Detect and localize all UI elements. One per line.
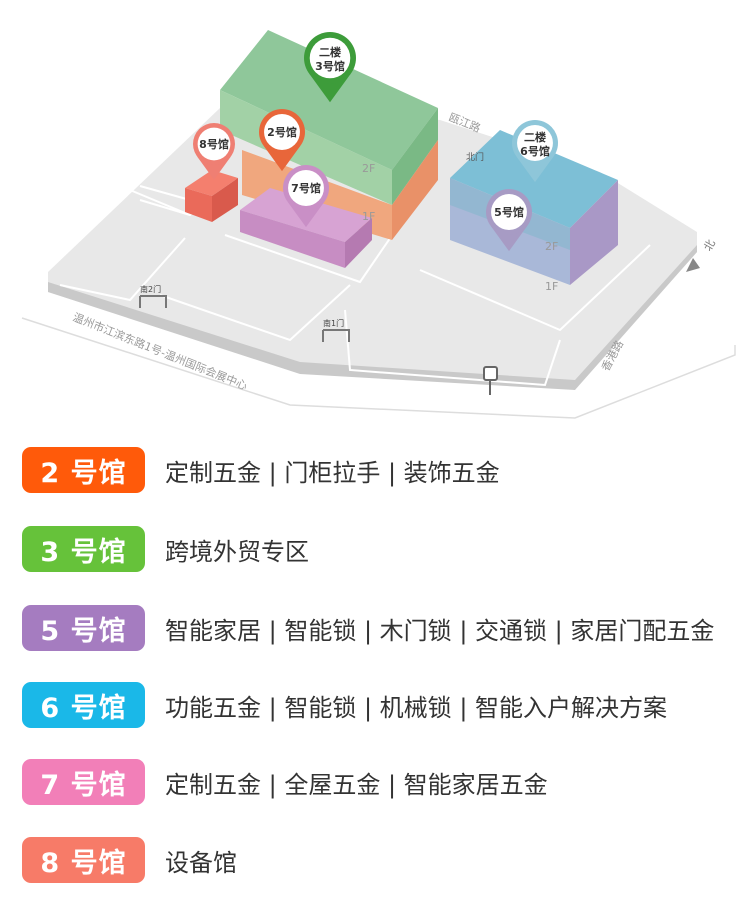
legend-item: 3 号馆跨境外贸专区: [22, 526, 309, 572]
hall-badge: 8 号馆: [22, 837, 145, 883]
legend-item: 2 号馆定制五金 | 门柜拉手 | 装饰五金: [22, 447, 500, 493]
pin-hall-label: 3号馆: [315, 59, 345, 73]
pin-hall-label: 7号馆: [291, 181, 321, 195]
pin-floor-label: 二楼: [319, 45, 341, 59]
hall-badge: 2 号馆: [22, 447, 145, 493]
pin-hall-5[interactable]: 5号馆: [486, 189, 532, 252]
legend-item: 8 号馆设备馆: [22, 837, 237, 883]
pin-floor-label: 二楼: [524, 130, 546, 144]
floor-label-1f-hall5: 1F: [545, 280, 558, 293]
hall-badge: 7 号馆: [22, 759, 145, 805]
venue-map: 2F 1F 2F 1F 瓯江路 香港路 温州市江滨东路1号-温州国际会展中心 北…: [21, 30, 736, 419]
hall-description: 功能五金 | 智能锁 | 机械锁 | 智能入户解决方案: [165, 693, 668, 722]
legend-item: 5 号馆智能家居 | 智能锁 | 木门锁 | 交通锁 | 家居门配五金: [22, 605, 714, 651]
hall-description: 设备馆: [165, 848, 237, 877]
hall-8-building: [185, 170, 238, 222]
hall-description: 定制五金 | 门柜拉手 | 装饰五金: [165, 458, 500, 487]
pin-hall-label: 5号馆: [494, 205, 524, 219]
pin-hall-2[interactable]: 2号馆: [259, 109, 305, 172]
gate-south-1: 南1门: [322, 318, 350, 342]
hall-description: 定制五金 | 全屋五金 | 智能家居五金: [165, 770, 548, 799]
hall-badge: 5 号馆: [22, 605, 145, 651]
svg-text:北: 北: [701, 237, 718, 253]
legend-item: 6 号馆功能五金 | 智能锁 | 机械锁 | 智能入户解决方案: [22, 682, 667, 728]
pin-hall-label: 8号馆: [199, 137, 229, 151]
floor-label-2f-hall5: 2F: [545, 240, 558, 253]
legend-item: 7 号馆定制五金 | 全屋五金 | 智能家居五金: [22, 759, 548, 805]
hall-badge: 3 号馆: [22, 526, 145, 572]
hall-badge: 6 号馆: [22, 682, 145, 728]
pin-hall-label: 6号馆: [520, 144, 550, 158]
svg-text:南1门: 南1门: [323, 318, 344, 328]
pin-hall-7[interactable]: 7号馆: [283, 165, 329, 228]
bus-stop-icon: [483, 366, 498, 395]
pin-hall-label: 2号馆: [267, 125, 297, 139]
hall-description: 智能家居 | 智能锁 | 木门锁 | 交通锁 | 家居门配五金: [165, 616, 715, 645]
floor-label-1f: 1F: [362, 210, 375, 223]
svg-text:南2门: 南2门: [140, 284, 161, 294]
pin-hall-8[interactable]: 8号馆: [193, 123, 235, 180]
road-outline: [21, 317, 736, 419]
hall-description: 跨境外贸专区: [165, 537, 309, 566]
gate-south-2: 南2门: [139, 284, 167, 308]
floor-label-2f: 2F: [362, 162, 375, 175]
gate-north: 北门: [466, 151, 484, 163]
